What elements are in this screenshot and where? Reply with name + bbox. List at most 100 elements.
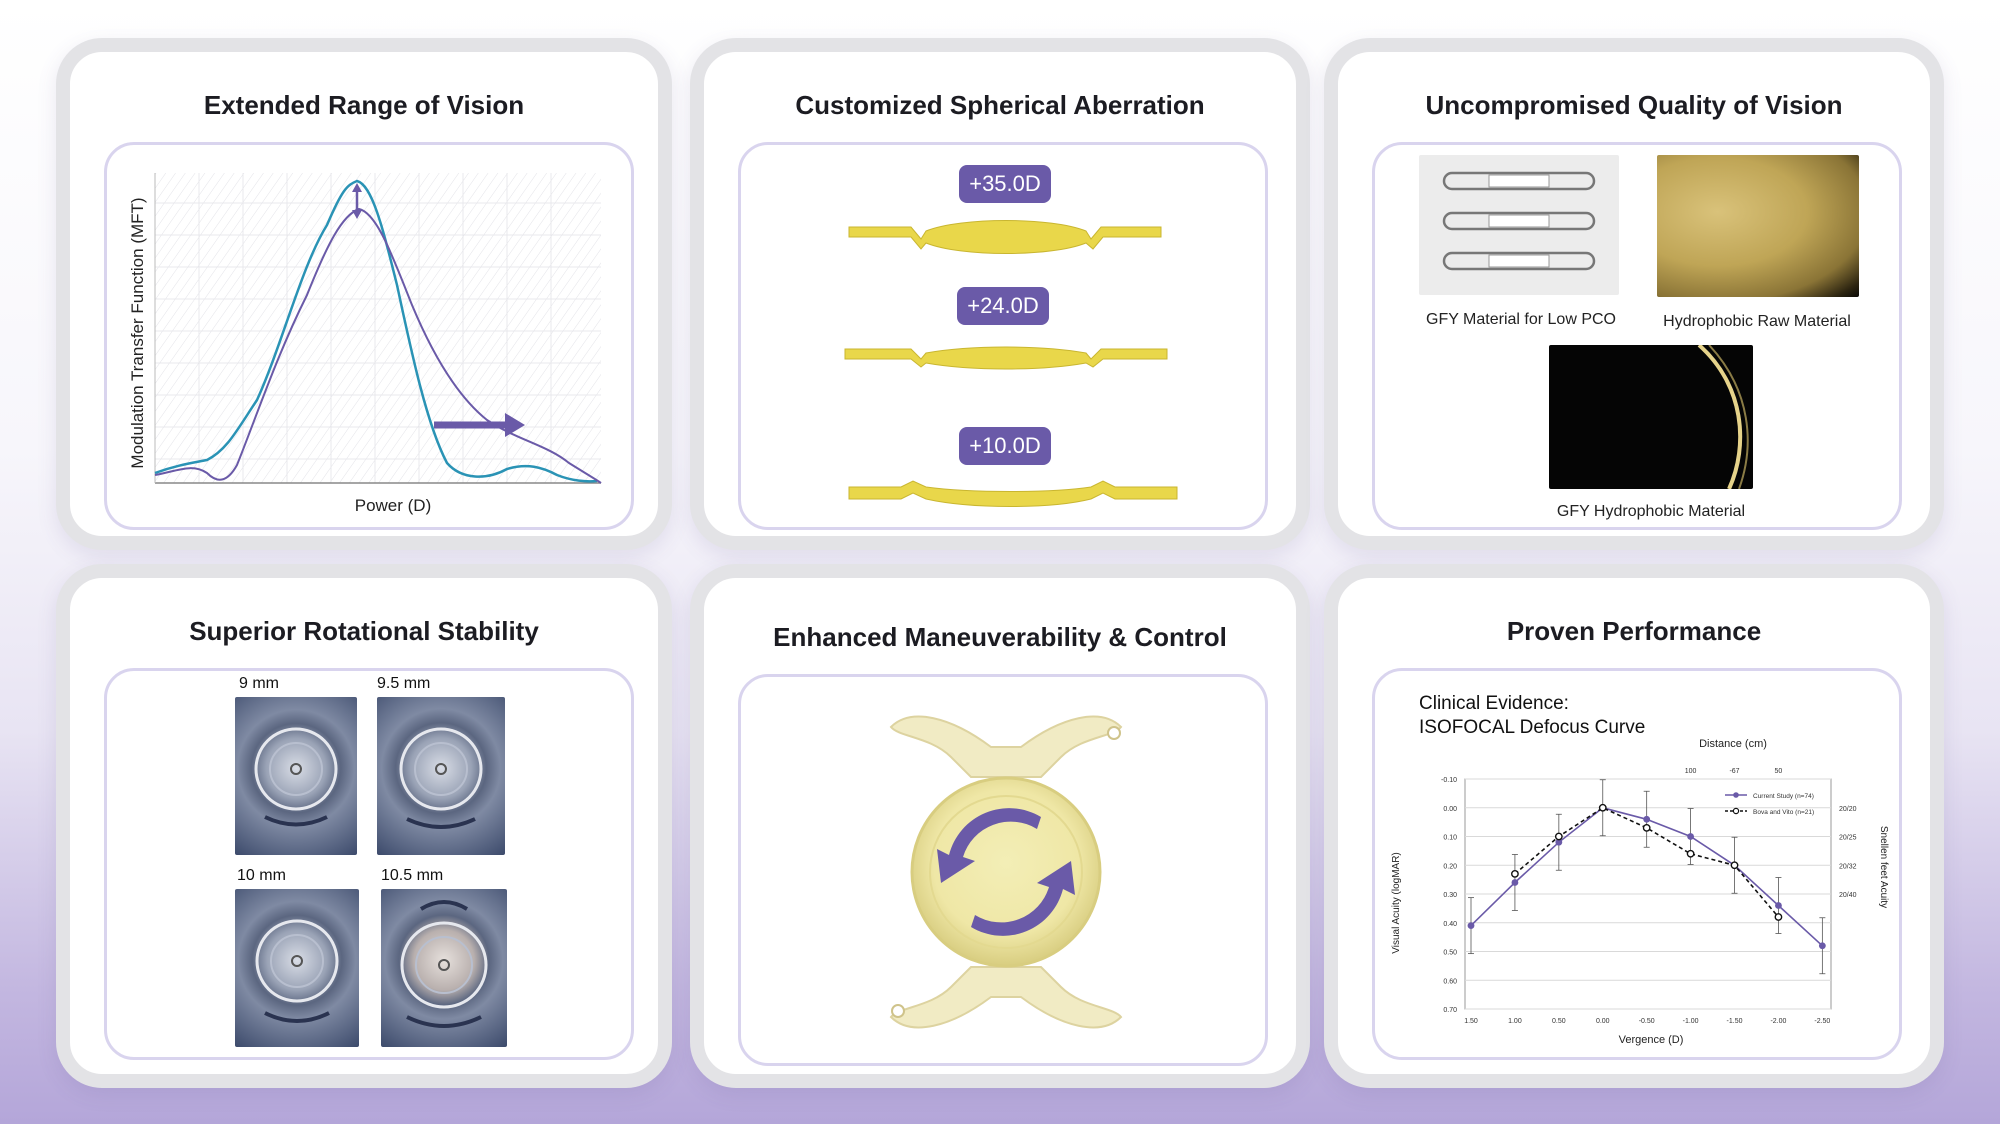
data-point [1511, 869, 1519, 878]
lens-photo-10mm [235, 889, 359, 1047]
x-tick-label: -1.00 [1683, 1018, 1699, 1025]
lens-power-badge-24: +24.0D [957, 287, 1049, 325]
x-tick-label: -1.50 [1727, 1018, 1743, 1025]
card-title: Superior Rotational Stability [189, 616, 539, 646]
lens-profile-24 [844, 346, 1168, 370]
data-point [1555, 838, 1563, 846]
size-label-10-5mm: 10.5 mm [381, 867, 444, 884]
right-tick-label: 20/40 [1839, 892, 1857, 899]
data-point [1686, 849, 1695, 858]
right-arrow-icon [505, 413, 525, 437]
legend-marker [1732, 807, 1740, 815]
defocus-chart: Distance (cm) Vergence (D) Visual Acuity… [1391, 738, 1889, 1046]
y-tick-label: 0.30 [1443, 892, 1457, 899]
data-point [1467, 922, 1475, 930]
data-point [1554, 832, 1563, 841]
card-title: Enhanced Maneuverability & Control [773, 622, 1227, 652]
x-tick-label: 1.00 [1508, 1018, 1522, 1025]
x-axis-label: Power (D) [355, 496, 432, 515]
lens-profile-10 [848, 480, 1178, 507]
right-tick-label: 20/20 [1839, 806, 1857, 813]
x-tick-label: 1.50 [1464, 1018, 1478, 1025]
hydrophobic-raw-photo [1657, 155, 1859, 297]
haptic-top [889, 715, 1123, 778]
right-axis-label: Snellen feet Acuity [1878, 826, 1889, 908]
lens-power-badge-10: +10.0D [959, 427, 1051, 465]
iol-illustration [889, 715, 1123, 1029]
teal-mtf-curve [154, 179, 598, 483]
y-tick-label: 0.60 [1443, 978, 1457, 985]
right-tick-label: 20/25 [1839, 835, 1857, 842]
top-axis-label: Distance (cm) [1699, 738, 1767, 750]
top-tick-label: 50 [1775, 768, 1783, 775]
y-tick-label: 0.20 [1443, 863, 1457, 870]
y-axis-label: Visual Acuity (logMAR) [1391, 852, 1402, 954]
lens-photo-10-5mm [381, 889, 507, 1047]
data-point [1774, 913, 1783, 921]
data-point [1818, 942, 1826, 950]
lens-photo-9-5mm [377, 697, 505, 855]
gfy-low-pco-photo [1419, 155, 1619, 295]
x-tick-label: 0.00 [1596, 1018, 1610, 1025]
y-tick-label: 0.50 [1443, 950, 1457, 957]
x-tick-label: -2.00 [1770, 1018, 1786, 1025]
card-spherical-aberration: Customized Spherical Aberration +35.0D +… [690, 38, 1310, 550]
data-point [1511, 879, 1519, 886]
up-arrowhead-icon [352, 183, 362, 192]
top-tick-label: 100 [1685, 768, 1697, 775]
iol-panel [738, 674, 1268, 1066]
y-tick-label: 0.00 [1443, 806, 1457, 813]
size-label-9mm: 9 mm [239, 675, 279, 692]
legend-marker [1733, 792, 1739, 798]
data-point [1643, 815, 1651, 823]
caption-gfy-hydrophobic: GFY Hydrophobic Material [1556, 503, 1746, 520]
rotate-arrow-icon-2 [971, 861, 1075, 936]
y-tick-label: 0.40 [1443, 921, 1457, 928]
data-point [1598, 803, 1607, 812]
legend-label: Current Study (n=74) [1753, 793, 1814, 800]
x-tick-label: -2.50 [1814, 1018, 1830, 1025]
data-point [1775, 902, 1782, 909]
card-title: Uncompromised Quality of Vision [1425, 90, 1843, 120]
haptic-bottom [889, 966, 1123, 1029]
right-tick-label: 20/32 [1839, 863, 1857, 870]
plot-area [155, 173, 601, 483]
chart-panel: Modulation Transfer Function (MFT) Power… [104, 142, 634, 530]
material-panel: GFY Material for Low PCO Hydrophobic Raw… [1372, 142, 1902, 530]
defocus-panel: Clinical Evidence: ISOFOCAL Defocus Curv… [1372, 668, 1902, 1060]
rotation-panel: 9 mm 9.5 mm 10 mm 10.5 mm [104, 668, 634, 1060]
purple-mtf-curve [154, 207, 602, 484]
size-label-10mm: 10 mm [237, 867, 286, 884]
caption-gfy-low-pco: GFY Material for Low PCO [1426, 311, 1616, 328]
defocus-curve-heading: ISOFOCAL Defocus Curve [1419, 717, 1646, 738]
x-tick-label: -0.50 [1639, 1018, 1655, 1025]
gfy-hydrophobic-photo [1549, 345, 1753, 489]
data-point [1730, 861, 1739, 870]
size-label-9-5mm: 9.5 mm [377, 675, 431, 692]
card-extended-range: Extended Range of Vision [56, 38, 672, 550]
grid [155, 173, 601, 483]
lens-panel: +35.0D +24.0D +10.0D [738, 142, 1268, 530]
card-rotational-stability: Superior Rotational Stability 9 mm 9.5 m… [56, 564, 672, 1088]
y-tick-label: -0.10 [1441, 777, 1457, 784]
card-title: Extended Range of Vision [203, 90, 525, 120]
y-tick-label: 0.70 [1443, 1007, 1457, 1014]
legend-label: Bova and Vito (n=21) [1753, 809, 1814, 816]
card-title: Customized Spherical Aberration [795, 90, 1205, 120]
card-maneuverability: Enhanced Maneuverability & Control [690, 564, 1310, 1088]
lens-power-badge-35: +35.0D [959, 165, 1051, 203]
top-tick-label: -67 [1729, 768, 1739, 775]
caption-hydrophobic-raw: Hydrophobic Raw Material [1663, 313, 1851, 330]
rotate-arrow-icon [937, 808, 1041, 883]
x-axis-label: Vergence (D) [1619, 1034, 1684, 1046]
data-point [1642, 823, 1651, 832]
card-quality-of-vision: Uncompromised Quality of Vision GFY Mate… [1324, 38, 1944, 550]
x-tick-label: 0.50 [1552, 1018, 1566, 1025]
lens-photo-9mm [235, 697, 357, 855]
card-title: Proven Performance [1506, 616, 1762, 646]
lens-profile-35 [848, 220, 1162, 254]
data-point [1687, 833, 1694, 840]
mtf-chart: Modulation Transfer Function (MFT) Power… [128, 173, 602, 515]
card-proven-performance: Proven Performance Clinical Evidence: IS… [1324, 564, 1944, 1088]
down-arrowhead-icon [352, 210, 362, 219]
